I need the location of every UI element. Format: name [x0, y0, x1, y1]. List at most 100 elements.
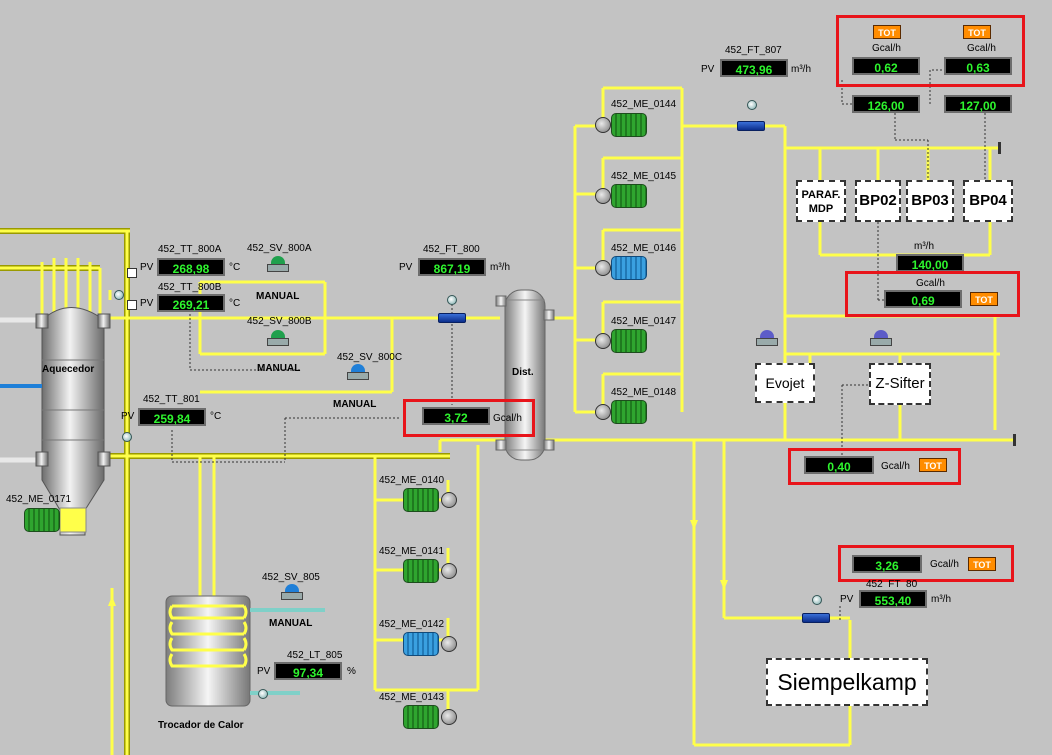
- bp03-tot-button[interactable]: TOT: [970, 292, 998, 306]
- tt800b-unit: °C: [229, 298, 241, 309]
- siemp-heat-value[interactable]: 3,26: [852, 555, 922, 573]
- me0143-pump-icon: [441, 709, 457, 725]
- tt800b-tag: 452_TT_800B: [158, 282, 222, 293]
- ft807-transmitter-icon: [747, 100, 757, 110]
- bp03-flow-unit: m³/h: [914, 241, 934, 252]
- tt800b-checkbox[interactable]: [127, 300, 137, 310]
- tt800a-value[interactable]: 268,98: [157, 258, 225, 276]
- me0141-tag: 452_ME_0141: [379, 546, 445, 557]
- me0147-motor-icon[interactable]: [611, 329, 647, 353]
- ft-bottom-transmitter-icon: [812, 595, 822, 605]
- dist-heat-highlight: [403, 399, 535, 437]
- bp03-flow-value[interactable]: 140,00: [896, 254, 964, 272]
- sv800a-mode: MANUAL: [256, 291, 300, 302]
- sv800a-tag: 452_SV_800A: [247, 243, 312, 254]
- bp03-heat-value[interactable]: 0,69: [884, 290, 962, 308]
- me0141-motor-icon[interactable]: [403, 559, 439, 583]
- sv800c-valve-icon[interactable]: [343, 364, 373, 380]
- me0142-pump-icon: [441, 636, 457, 652]
- zsifter-box[interactable]: Z-Sifter: [869, 363, 931, 405]
- tt801-unit: °C: [210, 411, 222, 422]
- ft800-tag: 452_FT_800: [423, 244, 480, 255]
- lt805-value[interactable]: 97,34: [274, 662, 342, 680]
- me0143-motor-icon[interactable]: [403, 705, 439, 729]
- aquecedor-label: Aquecedor: [42, 364, 95, 375]
- bp03-heat-unit: Gcal/h: [916, 278, 945, 289]
- sv800c-mode: MANUAL: [333, 399, 377, 410]
- me0142-tag: 452_ME_0142: [379, 619, 445, 630]
- evojet-valve-icon[interactable]: [752, 330, 782, 346]
- me0145-motor-icon[interactable]: [611, 184, 647, 208]
- ft-bottom-tag: 452_FT_80: [866, 579, 918, 587]
- evojet-heat-unit: Gcal/h: [881, 461, 910, 472]
- tt800b-value[interactable]: 269,21: [157, 294, 225, 312]
- me0148-motor-icon[interactable]: [611, 400, 647, 424]
- tt800a-unit: °C: [229, 262, 241, 273]
- me0140-motor-icon[interactable]: [403, 488, 439, 512]
- me0146-motor-icon[interactable]: [611, 256, 647, 280]
- bp04-flow-value[interactable]: 127,00: [944, 95, 1012, 113]
- siempelkamp-box[interactable]: Siempelkamp: [766, 658, 928, 706]
- bp04-tot-button[interactable]: TOT: [963, 25, 991, 39]
- bp02-box[interactable]: BP02: [855, 180, 901, 222]
- ft807-value[interactable]: 473,96: [720, 59, 788, 77]
- me0146-pump-icon: [595, 260, 611, 276]
- siemp-tot-button[interactable]: TOT: [968, 557, 996, 571]
- bp02-heat-unit: Gcal/h: [872, 43, 901, 54]
- bp03-heat-highlight: [845, 271, 1020, 317]
- tt800a-checkbox[interactable]: [127, 268, 137, 278]
- bp-heat-highlight: [836, 15, 1025, 87]
- paraf-mdp-box[interactable]: PARAF. MDP: [796, 180, 846, 222]
- sv805-mode: MANUAL: [269, 618, 313, 629]
- sv805-tag: 452_SV_805: [262, 572, 320, 583]
- ft-bottom-value[interactable]: 553,40: [859, 590, 927, 608]
- ft807-flowmeter-icon: [737, 121, 765, 131]
- ft807-pv-label: PV: [701, 64, 715, 75]
- bp04-box[interactable]: BP04: [963, 180, 1013, 222]
- sv800c-tag: 452_SV_800C: [337, 352, 403, 363]
- bp02-heat-value[interactable]: 0,62: [852, 57, 920, 75]
- ft800-unit: m³/h: [490, 262, 510, 273]
- sv800a-valve-icon[interactable]: [263, 256, 293, 272]
- ft800-value[interactable]: 867,19: [418, 258, 486, 276]
- me0142-motor-icon[interactable]: [403, 632, 439, 656]
- tt800a-tag: 452_TT_800A: [158, 244, 222, 255]
- dist-label: Dist.: [512, 367, 534, 378]
- me0144-motor-icon[interactable]: [611, 113, 647, 137]
- ft807-unit: m³/h: [791, 64, 811, 75]
- sv805-valve-icon[interactable]: [277, 584, 307, 600]
- bp02-tot-button[interactable]: TOT: [873, 25, 901, 39]
- lt805-unit: %: [347, 666, 356, 677]
- me0171-motor-icon[interactable]: [24, 508, 60, 532]
- evojet-heat-value[interactable]: 0,40: [804, 456, 874, 474]
- lt805-pv-label: PV: [257, 666, 271, 677]
- lt805-transmitter-icon: [258, 689, 268, 699]
- me0145-pump-icon: [595, 188, 611, 204]
- sv800b-valve-icon[interactable]: [263, 330, 293, 346]
- tt801-value[interactable]: 259,84: [138, 408, 206, 426]
- dist-heat-value[interactable]: 3,72: [422, 407, 490, 425]
- tt801-tag: 452_TT_801: [143, 394, 200, 405]
- me0141-pump-icon: [441, 563, 457, 579]
- lt805-tag: 452_LT_805: [287, 650, 343, 661]
- sv800b-mode: MANUAL: [257, 363, 301, 374]
- ft-bottom-pv-label: PV: [840, 594, 854, 605]
- bp04-heat-unit: Gcal/h: [967, 43, 996, 54]
- tt800b-pv-label: PV: [140, 298, 154, 309]
- zsifter-valve-icon[interactable]: [866, 330, 896, 346]
- ft800-flowmeter-icon: [438, 313, 466, 323]
- me0148-tag: 452_ME_0148: [611, 387, 677, 398]
- evojet-heat-highlight: [788, 448, 961, 485]
- evojet-tot-button[interactable]: TOT: [919, 458, 947, 472]
- ft800-transmitter-icon: [447, 295, 457, 305]
- bp03-box[interactable]: BP03: [906, 180, 954, 222]
- trocador-label: Trocador de Calor: [158, 720, 244, 731]
- ft-bottom-unit: m³/h: [931, 594, 951, 605]
- evojet-box[interactable]: Evojet: [755, 363, 815, 403]
- me0144-pump-icon: [595, 117, 611, 133]
- bp02-flow-value[interactable]: 126,00: [852, 95, 920, 113]
- me0148-pump-icon: [595, 404, 611, 420]
- ft800-pv-label: PV: [399, 262, 413, 273]
- bp04-heat-value[interactable]: 0,63: [944, 57, 1012, 75]
- ft807-tag: 452_FT_807: [725, 45, 782, 56]
